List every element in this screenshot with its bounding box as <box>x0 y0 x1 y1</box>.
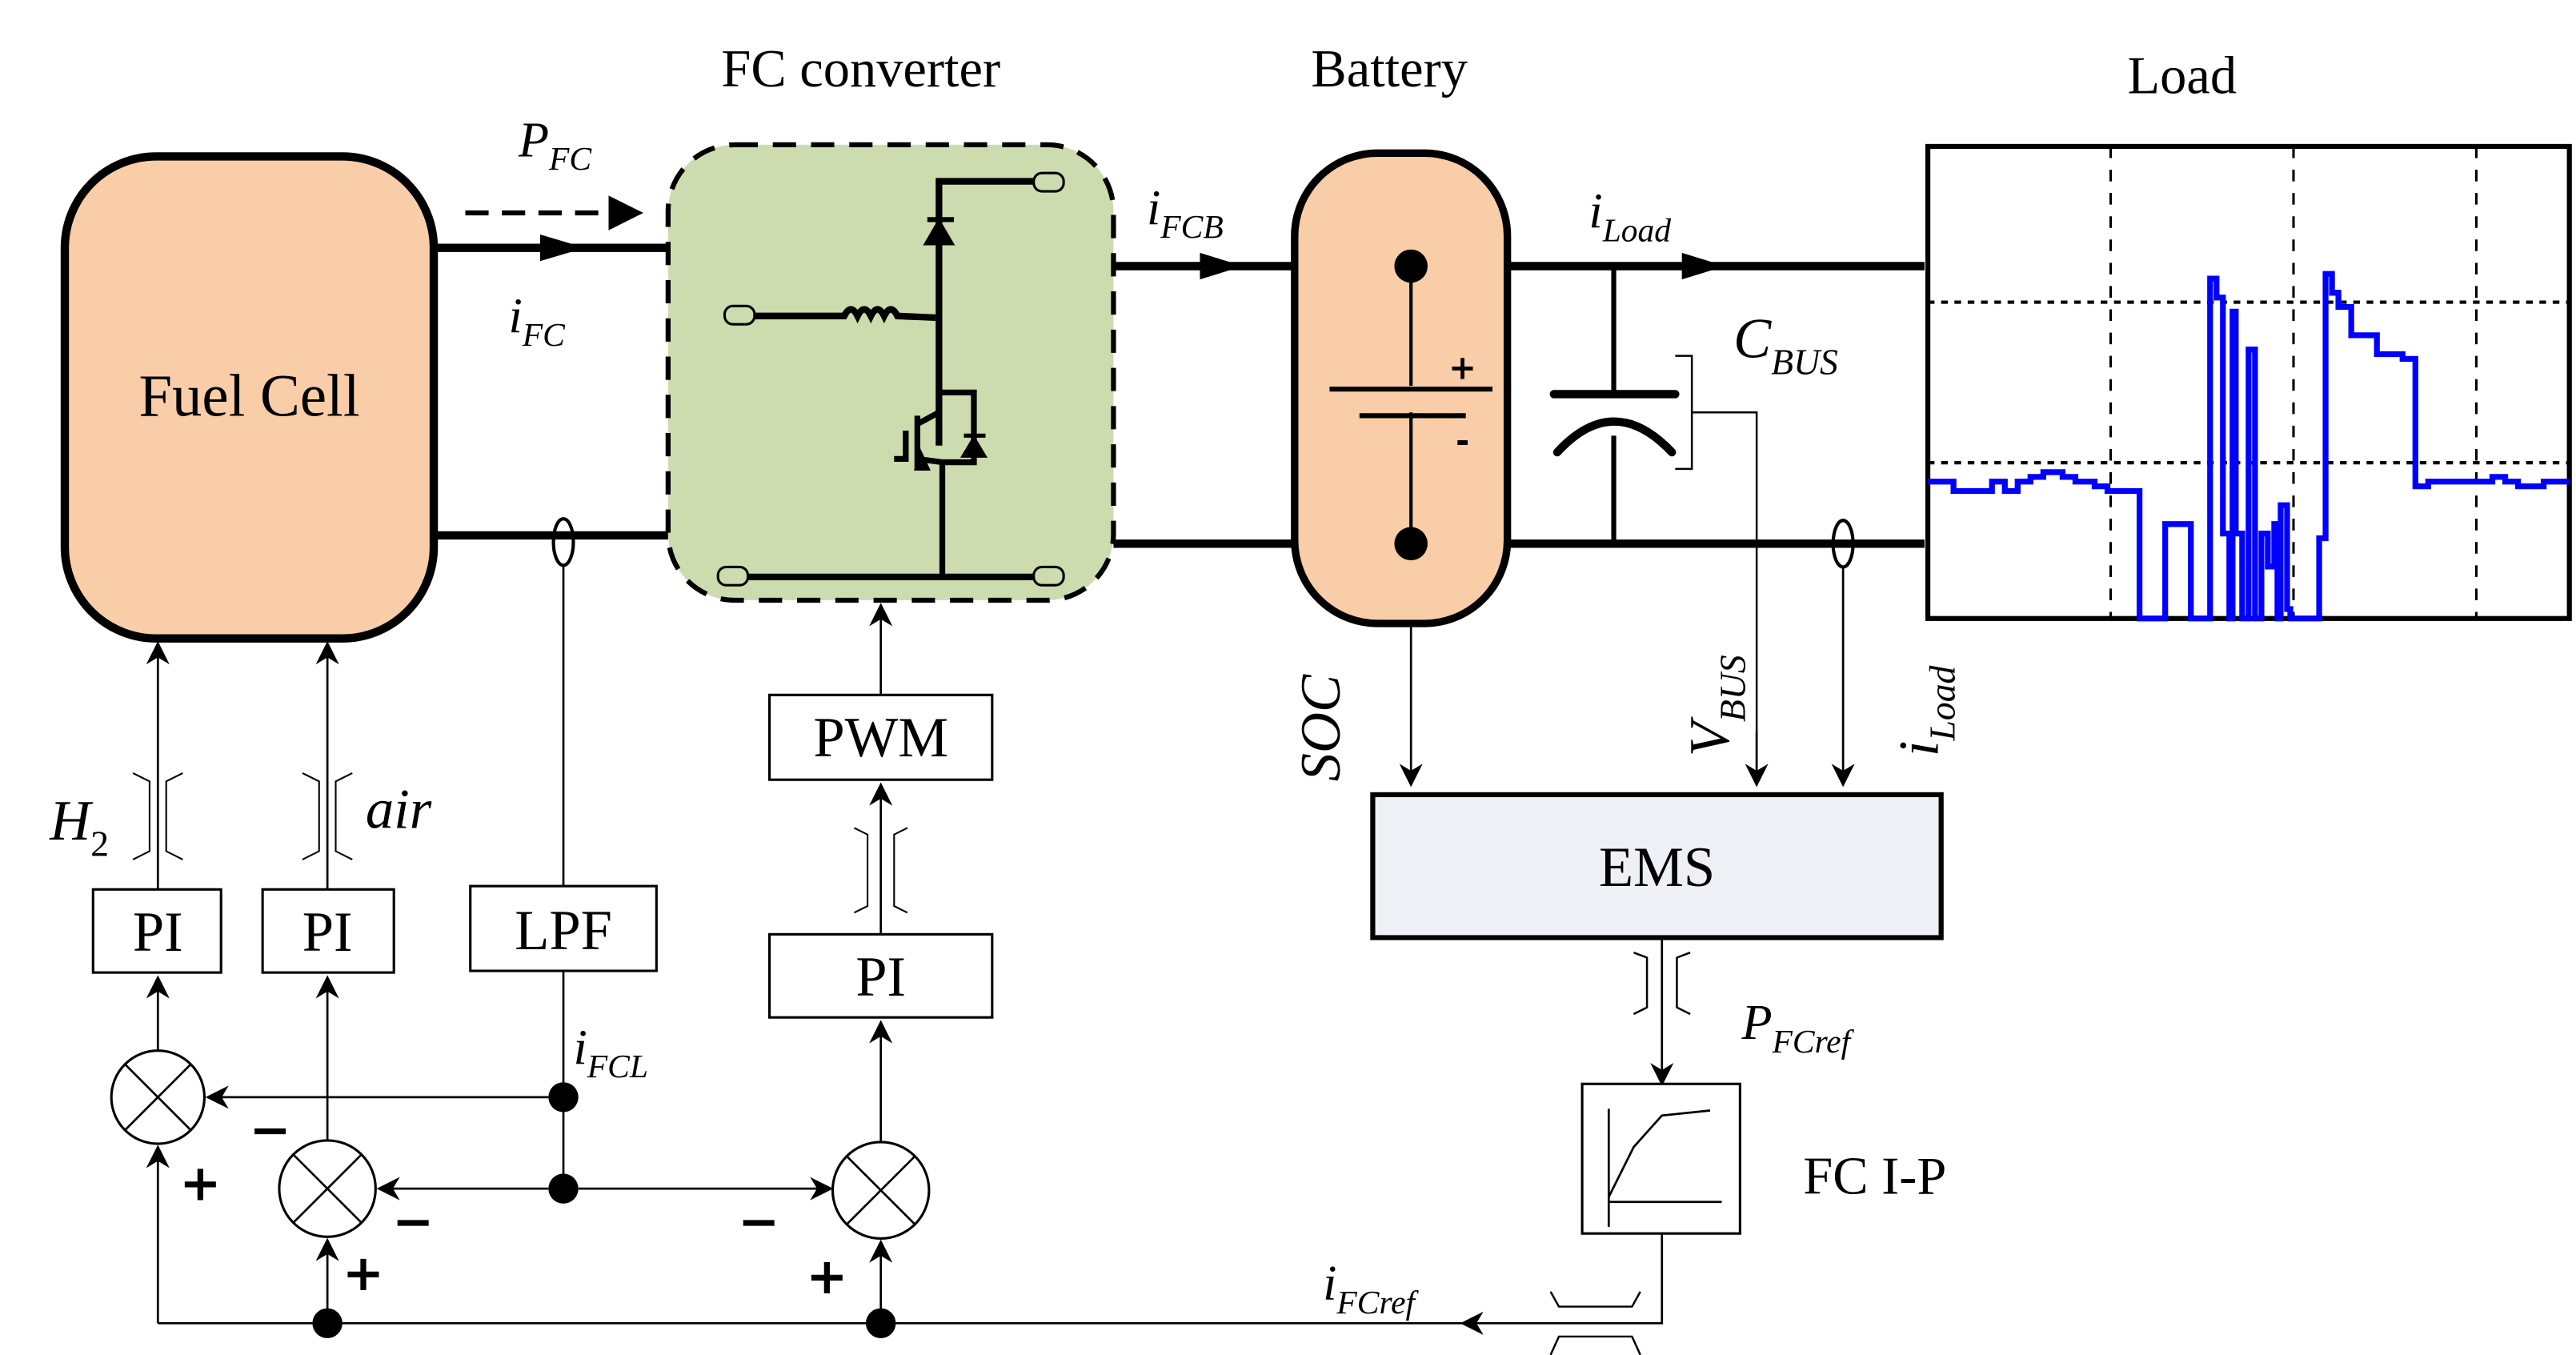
junction-dot <box>548 1173 579 1204</box>
bus-bracket-icon <box>853 827 908 914</box>
bus-bracket-icon <box>302 772 353 860</box>
pi-h2-shape <box>91 888 222 974</box>
plus-sign: + <box>806 1247 847 1305</box>
battery-title: Battery <box>1311 40 1468 98</box>
minus-sign: − <box>392 1192 434 1250</box>
current-arrow-icon <box>1200 252 1244 280</box>
lpf-block[interactable]: LPF <box>469 884 658 972</box>
load-title: Load <box>2128 47 2237 106</box>
sum-junction-air <box>278 1139 377 1238</box>
air-label: air <box>366 778 432 840</box>
pwm-shape <box>767 693 994 781</box>
load-chart <box>1925 143 2572 622</box>
pi-air-shape <box>261 888 395 974</box>
pi-air-label: PI <box>302 901 353 964</box>
junction-dot <box>1394 249 1428 283</box>
junction-dot <box>865 1308 896 1339</box>
pi-converter-shape <box>767 932 994 1019</box>
pi-air-block[interactable]: PI <box>261 888 395 974</box>
i-fcref-label: iFCref <box>1323 1256 1419 1321</box>
i-load-label: iLoad <box>1588 184 1671 249</box>
fuel-cell-block[interactable]: Fuel Cell <box>60 152 439 643</box>
battery-minus-sign: - <box>1456 421 1469 460</box>
pi-converter-block[interactable]: PI <box>767 932 994 1019</box>
ip-curve-icon <box>1607 1108 1722 1227</box>
battery-plus-sign: + <box>1448 348 1476 387</box>
junction-dot <box>548 1082 579 1112</box>
pi-converter-label: PI <box>855 946 906 1008</box>
ems-label: EMS <box>1599 836 1715 899</box>
fc-ip-label: FC I-P <box>1803 1147 1946 1205</box>
p-fc-label: PFC <box>518 112 592 177</box>
i-fcb-label: iFCB <box>1147 181 1224 246</box>
minus-sign: − <box>250 1100 291 1159</box>
i-fcl-label: iFCL <box>573 1020 647 1084</box>
lpf-label: LPF <box>515 900 612 962</box>
minus-sign: − <box>738 1192 779 1250</box>
fc-converter-title: FC converter <box>721 40 1000 98</box>
converter-shape <box>665 142 1116 603</box>
inductor-icon <box>754 306 936 324</box>
fc-ip-shape <box>1580 1082 1741 1235</box>
lpf-shape <box>469 884 658 972</box>
soc-label: SOC <box>1290 674 1352 781</box>
pi-h2-label: PI <box>133 901 183 964</box>
pwm-label: PWM <box>813 707 948 769</box>
current-sensor-icon <box>551 517 575 567</box>
bus-bracket-icon <box>1549 1291 1641 1355</box>
igbt-emitter-arrow-icon <box>914 445 931 471</box>
h2-label: H2 <box>49 790 109 864</box>
junction-dot <box>1394 527 1428 561</box>
i-fcref-signal-line <box>1460 1233 1664 1335</box>
sum-junction-h2 <box>110 1049 206 1145</box>
v-bus-label: VBUS <box>1679 655 1753 756</box>
i-load-ems-label: iLoad <box>1889 665 1963 756</box>
current-arrow-icon <box>1681 252 1725 280</box>
fuel-cell-label: Fuel Cell <box>138 363 359 429</box>
pwm-block[interactable]: PWM <box>767 693 994 781</box>
ems-shape <box>1370 792 1944 940</box>
c-bus-label: CBUS <box>1733 308 1838 383</box>
terminal-icon <box>1032 171 1065 193</box>
battery-block[interactable]: + - <box>1291 149 1512 627</box>
ems-block[interactable]: EMS <box>1370 792 1944 940</box>
plus-sign: + <box>179 1154 221 1213</box>
fc-ip-lookup-block[interactable] <box>1580 1082 1741 1235</box>
load-current-trace <box>1928 271 2570 622</box>
bus-bracket-icon <box>1633 952 1691 1016</box>
fc-converter-block[interactable] <box>665 142 1116 603</box>
bus-bracket-icon <box>132 772 183 860</box>
pi-h2-block[interactable]: PI <box>91 888 222 974</box>
i-fc-label: iFC <box>508 289 566 354</box>
bus-capacitor[interactable] <box>1549 266 1758 768</box>
sum-junction-converter <box>831 1141 931 1240</box>
igbt-icon <box>894 389 977 577</box>
plus-sign: + <box>343 1244 384 1302</box>
current-arrow-icon <box>539 235 586 262</box>
bus-voltage-sense-line <box>1675 355 1758 768</box>
fuel-cell-shape <box>60 152 439 643</box>
p-fcref-label: PFCref <box>1741 995 1854 1060</box>
junction-dot <box>312 1308 343 1339</box>
diode-icon <box>923 217 955 246</box>
antiparallel-diode-icon <box>959 433 988 458</box>
capacitor-curved-plate <box>1552 417 1677 457</box>
